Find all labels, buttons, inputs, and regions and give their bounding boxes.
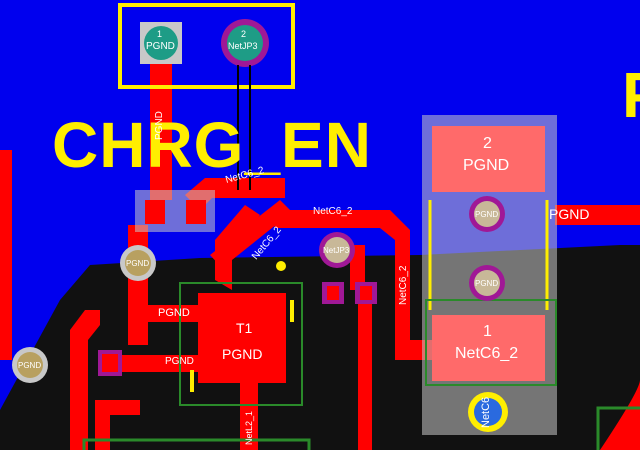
left-red-trace[interactable] <box>0 150 12 360</box>
c6-pin1-pad[interactable] <box>432 315 545 381</box>
right-component-outline <box>596 406 640 450</box>
pgnd-left-trace[interactable] <box>145 305 200 322</box>
silkscreen-chrg-en: CHRG_EN <box>52 109 372 181</box>
bottom-right-trace[interactable] <box>358 300 372 450</box>
via-c6-center <box>474 201 500 227</box>
trace-label-netc6-bottom: NetC6 <box>480 396 492 428</box>
trace-label-pgnd-left1: PGND <box>158 307 190 319</box>
via-leftmid-label: PGND <box>126 259 150 268</box>
jp3-pin1-drill <box>144 26 178 60</box>
jp3-pin2-drill <box>227 25 263 61</box>
via-leftmid-center <box>125 250 151 276</box>
ic-pad-area[interactable] <box>198 293 286 383</box>
trace-label-netc6-vert: NetC6_2 <box>398 265 409 305</box>
pgnd-left2-trace[interactable] <box>110 355 200 372</box>
netl2-trace[interactable] <box>240 380 258 450</box>
ic-silk-right <box>290 300 294 322</box>
trace-label-netc6-mid: NetC6_2 <box>313 206 353 217</box>
via-c6-inner-center <box>474 270 500 296</box>
jp3-pin1-net: PGND <box>146 41 175 52</box>
right-red-trace[interactable] <box>555 205 640 225</box>
smd-pad-c-inner <box>327 286 339 300</box>
via-left-center <box>17 352 43 378</box>
bottom-left-trace[interactable] <box>95 400 140 450</box>
left-bend-trace[interactable] <box>70 310 100 450</box>
c6-pin2-number: 2 <box>483 135 492 152</box>
c6-pin2-net: PGND <box>463 157 510 174</box>
silkscreen-partial-letter: P <box>622 58 640 132</box>
netc6-top-trace[interactable] <box>185 178 285 210</box>
right-red-arc[interactable] <box>600 380 640 450</box>
via-netjp3-center <box>324 237 350 263</box>
trace-label-pgnd-right: PGND <box>549 206 590 222</box>
c6-pin2-pad[interactable] <box>432 126 545 192</box>
jp3-pin2-number: 2 <box>241 29 247 39</box>
pgnd-down-trace[interactable] <box>128 225 148 345</box>
jp3-silkscreen-box <box>118 3 295 89</box>
via-netjp3-label: NetJP3 <box>323 246 350 255</box>
jp3-pin2-net: NetJP3 <box>228 41 258 51</box>
left-diag-trace[interactable] <box>215 205 260 290</box>
jp3-pin1-number: 1 <box>157 29 163 39</box>
trace-label-pgnd-vert: PGND <box>154 111 165 140</box>
ic-courtyard <box>179 282 303 406</box>
smd-pad-b[interactable] <box>186 200 206 224</box>
c6-pin1-net: NetC6_2 <box>455 345 519 362</box>
ic-net-label: PGND <box>222 346 263 362</box>
netc6-mid-trace[interactable] <box>270 210 440 360</box>
pgnd-vertical-trace[interactable] <box>150 60 172 200</box>
via-c6-inner-label: PGND <box>475 279 499 288</box>
ic-ref-label: T1 <box>236 320 253 336</box>
via-c6-label: PGND <box>475 210 499 219</box>
trace-label-netl2: NetL2_1 <box>244 410 254 445</box>
bottom-component-outline <box>82 438 311 450</box>
ic-silk-left <box>190 370 194 392</box>
smd-pad-e-inner <box>102 354 118 372</box>
smd-pad-d-inner <box>360 286 372 300</box>
smd-pad-a[interactable] <box>145 200 165 224</box>
c6-pin1-number: 1 <box>483 323 492 340</box>
ic-center-marker <box>276 261 286 271</box>
trace-label-pgnd-left2: PGND <box>165 356 194 367</box>
via-left-label: PGND <box>18 361 42 370</box>
via-bottom-center <box>474 398 502 426</box>
